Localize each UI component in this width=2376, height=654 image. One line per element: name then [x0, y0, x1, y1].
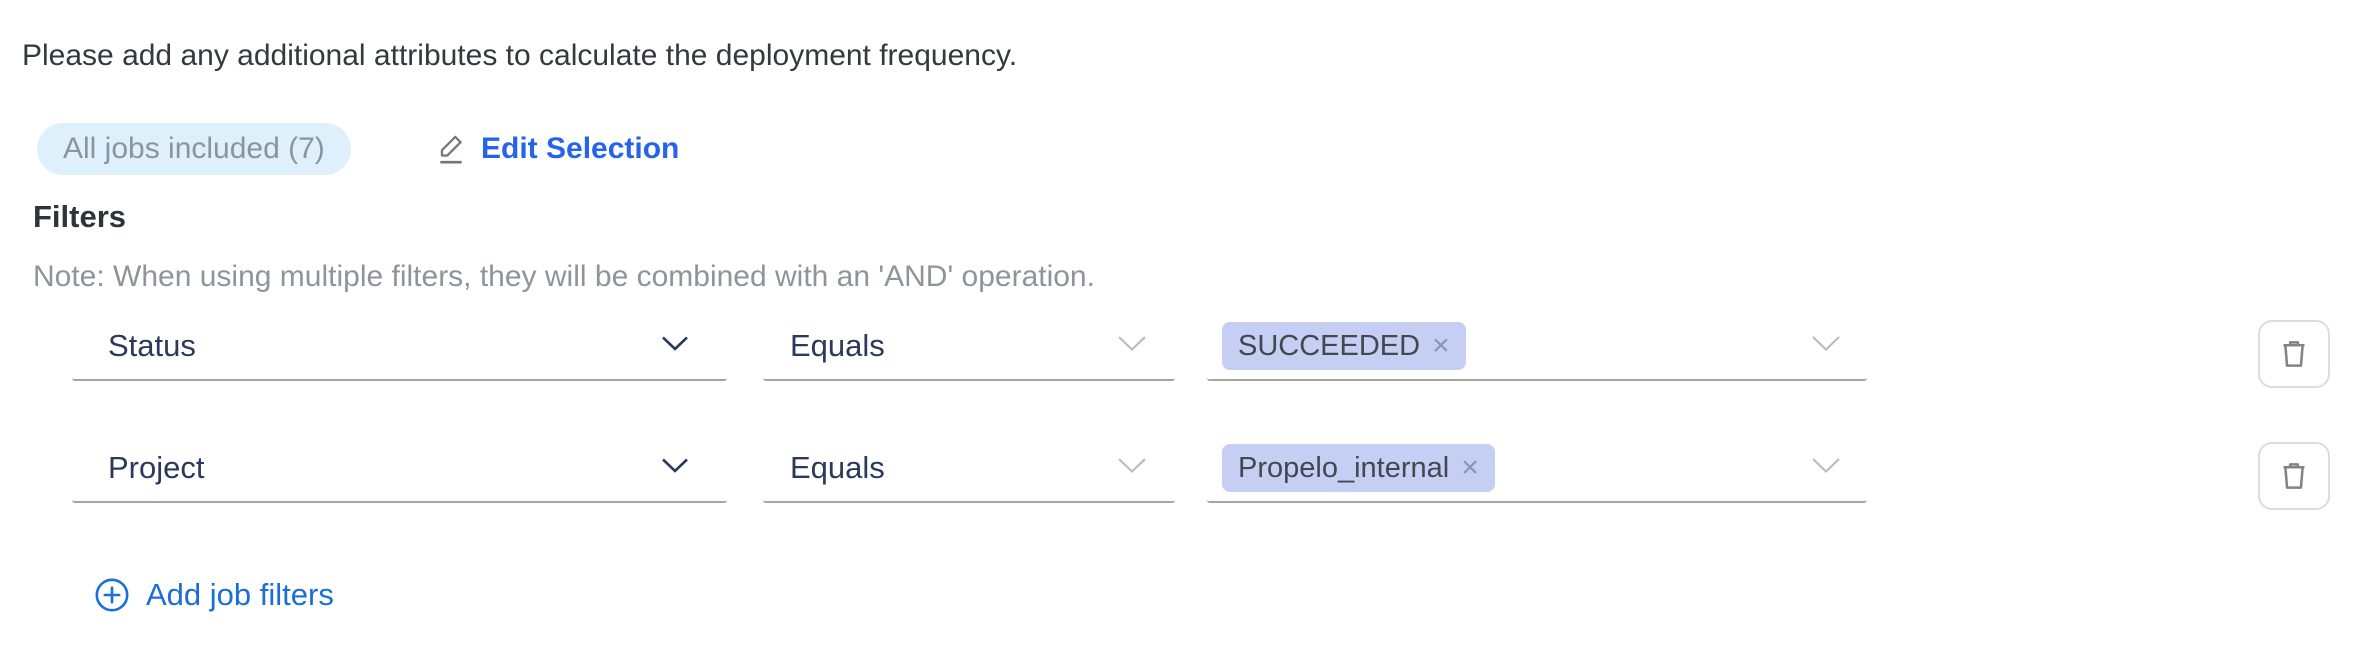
filter-operator-select-row1[interactable]: Equals	[763, 313, 1175, 381]
filter-operator-select-row2[interactable]: Equals	[763, 435, 1175, 503]
remove-value-icon[interactable]: ×	[1432, 329, 1450, 362]
trash-icon	[2277, 459, 2311, 493]
edit-selection-label: Edit Selection	[481, 132, 680, 165]
add-job-filters-button[interactable]: Add job filters	[94, 576, 334, 614]
delete-filter-row1-button[interactable]	[2258, 320, 2330, 388]
add-job-filters-label: Add job filters	[146, 577, 334, 612]
filters-note: Note: When using multiple filters, they …	[33, 260, 1095, 293]
edit-selection-button[interactable]: Edit Selection	[435, 123, 679, 175]
filter-value-multiselect-row2[interactable]: Propelo_internal ×	[1207, 435, 1867, 503]
filter-attribute-select-row2[interactable]: Project	[72, 435, 727, 503]
edit-pencil-icon	[435, 131, 467, 167]
filter-operator-value: Equals	[790, 328, 885, 363]
selected-value-label: Propelo_internal	[1238, 451, 1450, 484]
page-instruction: Please add any additional attributes to …	[22, 39, 1018, 72]
chevron-down-icon	[1811, 457, 1841, 479]
trash-icon	[2277, 337, 2311, 371]
chevron-down-icon	[661, 458, 689, 479]
chevron-down-icon	[661, 336, 689, 357]
filter-attribute-value: Status	[108, 328, 196, 363]
filter-attribute-value: Project	[108, 450, 205, 485]
filter-value-multiselect-row1[interactable]: SUCCEEDED ×	[1207, 313, 1867, 381]
filters-heading: Filters	[33, 199, 127, 234]
delete-filter-row2-button[interactable]	[2258, 442, 2330, 510]
circle-plus-icon	[94, 577, 130, 613]
remove-value-icon[interactable]: ×	[1461, 451, 1479, 484]
chevron-down-icon	[1117, 457, 1147, 479]
selected-value-tag: Propelo_internal ×	[1222, 444, 1495, 492]
jobs-included-badge: All jobs included (7)	[37, 123, 351, 175]
jobs-included-label: All jobs included (7)	[63, 132, 325, 165]
chevron-down-icon	[1811, 335, 1841, 357]
selected-value-label: SUCCEEDED	[1238, 329, 1421, 362]
filter-attribute-select-row1[interactable]: Status	[72, 313, 727, 381]
chevron-down-icon	[1117, 335, 1147, 357]
filter-operator-value: Equals	[790, 450, 885, 485]
selected-value-tag: SUCCEEDED ×	[1222, 322, 1466, 370]
